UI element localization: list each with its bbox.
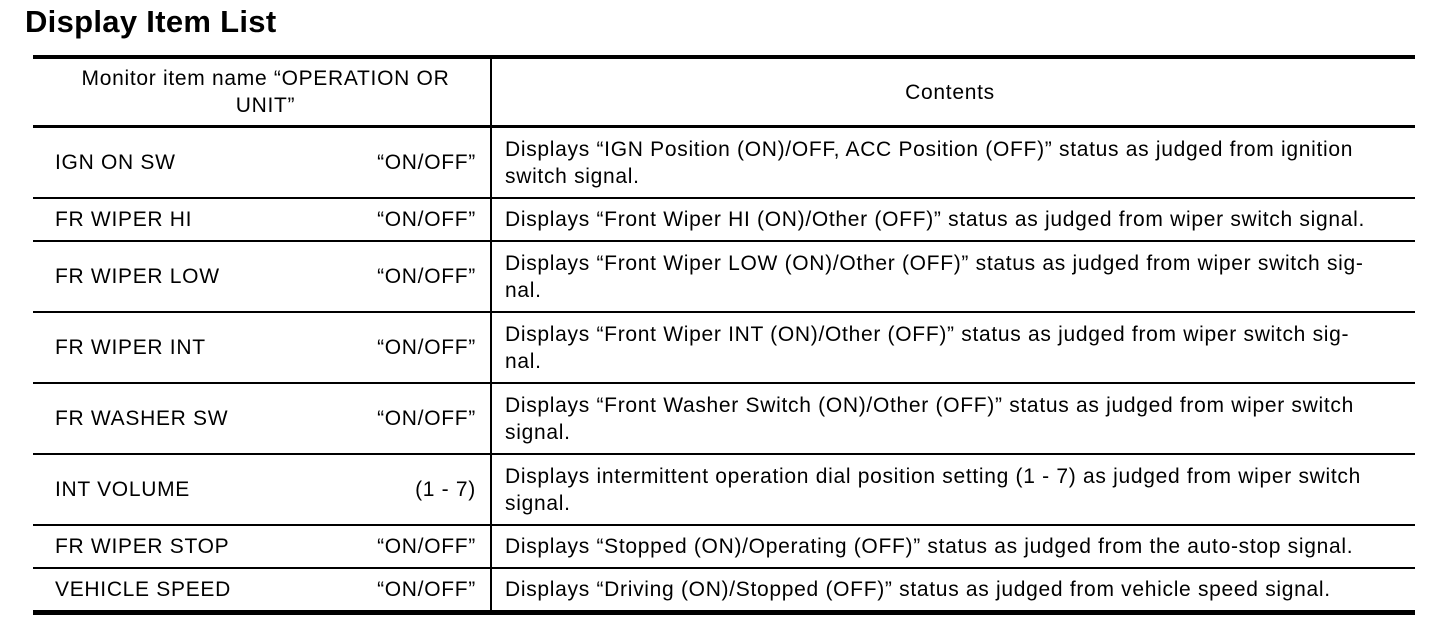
monitor-item-unit: “ON/OFF”	[377, 151, 476, 174]
monitor-item-cell: FR WIPER LOW “ON/OFF”	[33, 242, 492, 311]
monitor-item-cell: FR WASHER SW “ON/OFF”	[33, 384, 492, 453]
monitor-item-contents: Displays “IGN Position (ON)/OFF, ACC Pos…	[505, 137, 1354, 188]
monitor-item-unit: “ON/OFF”	[377, 578, 476, 601]
monitor-item-unit: (1 - 7)	[415, 478, 476, 501]
monitor-item-cell: IGN ON SW “ON/OFF”	[33, 128, 492, 197]
monitor-item-cell: INT VOLUME (1 - 7)	[33, 455, 492, 524]
monitor-item-contents: Displays “Front Washer Switch (ON)/Other…	[505, 393, 1354, 444]
display-item-table: Monitor item name “OPERATION OR UNIT” Co…	[33, 55, 1415, 615]
monitor-item-cell: VEHICLE SPEED “ON/OFF”	[33, 569, 492, 610]
monitor-item-name: FR WIPER LOW	[55, 265, 220, 288]
monitor-item-cell: FR WIPER STOP “ON/OFF”	[33, 526, 492, 567]
table-row: FR WIPER HI “ON/OFF” Displays “Front Wip…	[33, 199, 1415, 242]
page-title: Display Item List	[25, 4, 277, 39]
monitor-item-unit: “ON/OFF”	[377, 535, 476, 558]
table-row: VEHICLE SPEED “ON/OFF” Displays “Driving…	[33, 569, 1415, 610]
monitor-item-contents: Displays “Front Wiper HI (ON)/Other (OFF…	[505, 208, 1366, 231]
monitor-item-name: FR WIPER STOP	[55, 535, 230, 558]
monitor-item-name: FR WASHER SW	[55, 407, 229, 430]
monitor-item-contents: Displays intermittent operation dial pos…	[505, 464, 1361, 515]
table-row: IGN ON SW “ON/OFF” Displays “IGN Positio…	[33, 128, 1415, 199]
monitor-item-name: INT VOLUME	[55, 478, 190, 501]
monitor-item-unit: “ON/OFF”	[377, 336, 476, 359]
table-row: FR WASHER SW “ON/OFF” Displays “Front Wa…	[33, 384, 1415, 455]
table-row: FR WIPER STOP “ON/OFF” Displays “Stopped…	[33, 526, 1415, 569]
monitor-item-contents: Displays “Stopped (ON)/Operating (OFF)” …	[505, 535, 1354, 558]
table-row: FR WIPER INT “ON/OFF” Displays “Front Wi…	[33, 313, 1415, 384]
monitor-item-name: FR WIPER HI	[55, 208, 193, 231]
monitor-item-contents: Displays “Front Wiper LOW (ON)/Other (OF…	[505, 251, 1364, 302]
table-row: INT VOLUME (1 - 7) Displays intermittent…	[33, 455, 1415, 526]
monitor-item-name: VEHICLE SPEED	[55, 578, 231, 601]
table-header-row: Monitor item name “OPERATION OR UNIT” Co…	[33, 59, 1415, 128]
monitor-item-unit: “ON/OFF”	[377, 208, 476, 231]
header-contents-column: Contents	[905, 80, 995, 104]
monitor-item-unit: “ON/OFF”	[377, 407, 476, 430]
monitor-item-cell: FR WIPER INT “ON/OFF”	[33, 313, 492, 382]
table-row: FR WIPER LOW “ON/OFF” Displays “Front Wi…	[33, 242, 1415, 313]
monitor-item-name: FR WIPER INT	[55, 336, 206, 359]
monitor-item-unit: “ON/OFF”	[377, 265, 476, 288]
monitor-item-cell: FR WIPER HI “ON/OFF”	[33, 199, 492, 240]
monitor-item-contents: Displays “Front Wiper INT (ON)/Other (OF…	[505, 322, 1350, 373]
monitor-item-name: IGN ON SW	[55, 151, 176, 174]
header-monitor-item-column: Monitor item name “OPERATION OR UNIT”	[33, 59, 492, 125]
monitor-item-contents: Displays “Driving (ON)/Stopped (OFF)” st…	[505, 578, 1331, 601]
